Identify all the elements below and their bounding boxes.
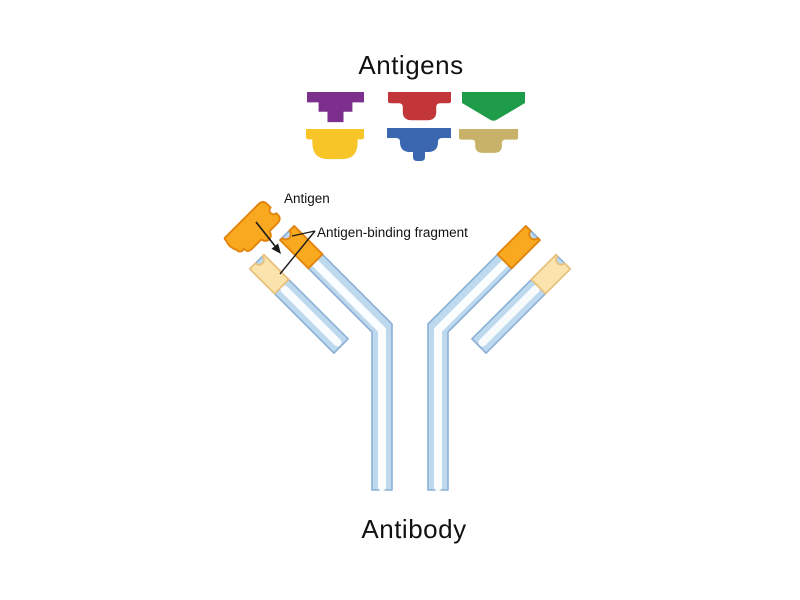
antibody-label: Antibody: [361, 514, 467, 544]
antigen-tabbed-shape: [387, 128, 451, 161]
right-light-chain-tip: [530, 253, 572, 295]
antigen-notched-shape: [388, 92, 451, 121]
antigen-stepped-purple: [307, 92, 364, 123]
right-heavy-chain-body: [427, 225, 541, 491]
antigen-arrow-line: [255, 221, 276, 247]
binding-fragment-pointer-upper: [291, 230, 316, 237]
left-heavy-chain-highlight: [306, 254, 386, 491]
right-heavy-chain-highlight: [434, 254, 514, 491]
binding-fragment-label: Antigen-binding fragment: [317, 225, 468, 240]
antigen-pointed-shape: [462, 92, 525, 121]
antigen-label: Antigen: [284, 191, 330, 206]
antigen-pointed-green: [462, 92, 525, 121]
left-heavy-chain-body: [279, 225, 393, 491]
right-heavy-chain: [427, 225, 541, 491]
antigen-arrowhead: [271, 243, 281, 254]
antigen-molecule: [223, 201, 281, 253]
antigen-stepped-shape: [307, 92, 364, 123]
right-light-chain: [470, 253, 572, 355]
left-heavy-chain: [279, 225, 393, 491]
left-light-chain: [248, 253, 350, 355]
antigens-title: Antigens: [358, 50, 464, 80]
left-light-chain-tip: [248, 253, 290, 295]
antigen-tabbed-blue: [387, 128, 451, 161]
left-light-chain-highlight: [280, 285, 342, 347]
antigen-arrow: [255, 221, 281, 254]
antigen-molecule-shape: [223, 201, 281, 253]
antigen-flanged-tan: [459, 129, 519, 153]
antigen-notched-red: [388, 92, 451, 121]
right-antigen-binding-tip: [496, 225, 541, 270]
antigen-flanged-shape: [459, 129, 519, 153]
antigen-bowl-shape: [306, 129, 364, 160]
binding-fragment-pointer-lines: [279, 230, 316, 275]
binding-fragment-pointer-lower: [279, 230, 316, 275]
antigen-bowl-yellow: [306, 129, 364, 160]
right-light-chain-highlight: [478, 285, 540, 347]
right-binding-tip-shape: [496, 225, 541, 270]
